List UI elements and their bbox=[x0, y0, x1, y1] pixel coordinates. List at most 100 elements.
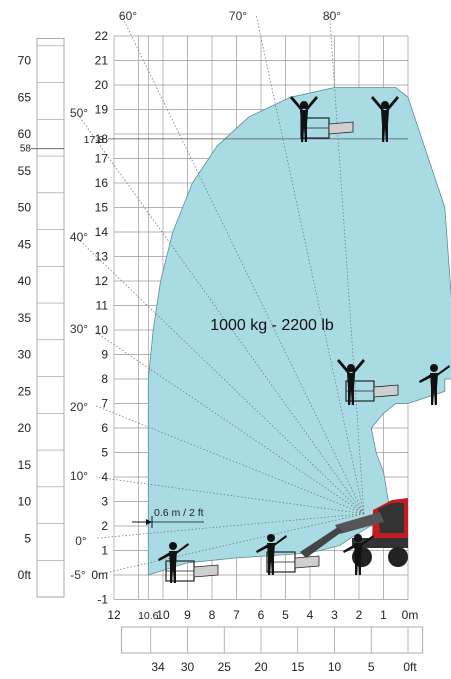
angle-label: 50° bbox=[70, 106, 88, 120]
x-tick-label-m: 3 bbox=[331, 608, 338, 622]
angle-labels: 80°70°60°50°40°30°20°10°0°-5° bbox=[70, 9, 341, 582]
x-tick-label-ft: 34 bbox=[151, 660, 165, 674]
machine-boom-lower bbox=[300, 527, 343, 558]
x-tick-label-m: 5 bbox=[282, 608, 289, 622]
x-tick-label-m: 1 bbox=[380, 608, 387, 622]
x-tick-label-ft: 30 bbox=[181, 660, 195, 674]
x-tick-label-m: 7 bbox=[233, 608, 240, 622]
y-tick-label-m: 3 bbox=[101, 495, 108, 509]
person-figure bbox=[158, 542, 189, 583]
y-tick-label-m: 20 bbox=[95, 78, 109, 92]
x-tick-label-m: 6 bbox=[258, 608, 265, 622]
operator-figures bbox=[158, 96, 450, 583]
y-tick-label-m: 4 bbox=[101, 470, 108, 484]
machine-wheel bbox=[388, 547, 408, 567]
x-axis-meters: 12 10.610 9 8 7 6 5 4 3 2 1 0m bbox=[107, 608, 418, 622]
y-tick-label-m: 13 bbox=[95, 250, 109, 264]
x-tick-label-ft: 5 bbox=[368, 660, 375, 674]
y-tick-label-ft: 55 bbox=[18, 164, 32, 178]
y-tick-label-ft: 30 bbox=[18, 348, 32, 362]
angle-ray bbox=[95, 405, 365, 515]
grid-feet bbox=[36, 38, 424, 654]
y-tick-label-ft: 10 bbox=[18, 495, 32, 509]
y-tick-label-m: 10 bbox=[95, 323, 109, 337]
angle-ray bbox=[95, 513, 364, 539]
y-tick-label-ft: 60 bbox=[18, 127, 32, 141]
x-tick-label-ft: 25 bbox=[218, 660, 232, 674]
load-envelope bbox=[147, 87, 451, 576]
boom-angle-rays bbox=[75, 14, 365, 576]
y-tick-label-m: 7 bbox=[101, 397, 108, 411]
x-tick-label-ft: 0ft bbox=[403, 660, 417, 674]
angle-label: 0° bbox=[75, 534, 87, 548]
y-tick-label-m: 6 bbox=[101, 421, 108, 435]
min-reach-label: 0.6 m / 2 ft bbox=[154, 507, 204, 519]
y-tick-label-m: 12 bbox=[95, 274, 109, 288]
y-tick-label-m: 17 bbox=[95, 152, 109, 166]
y-tick-label-ft: 5 bbox=[24, 531, 31, 545]
feet-column-frame bbox=[36, 38, 65, 598]
machine-frame bbox=[352, 538, 408, 548]
x-axis-feet: 34 30 25 20 15 10 5 0ft bbox=[151, 660, 417, 674]
work-basket bbox=[345, 380, 399, 402]
y-tick-label-m: -1 bbox=[97, 593, 108, 607]
work-basket bbox=[266, 551, 320, 573]
x-tick-label-m: 10.6 bbox=[138, 610, 159, 622]
x-tick-label-m: 8 bbox=[209, 608, 216, 622]
y-tick-label-ft: 25 bbox=[18, 384, 32, 398]
y-tick-label-m: 14 bbox=[95, 225, 109, 239]
angle-label: -5° bbox=[70, 568, 86, 582]
x-tick-label-ft: 15 bbox=[291, 660, 305, 674]
angle-label: 70° bbox=[229, 9, 247, 23]
y-tick-label-m: 17.8 bbox=[84, 134, 105, 146]
y-tick-label-m: 0m bbox=[91, 568, 108, 582]
y-tick-label-m: 19 bbox=[95, 103, 109, 117]
y-tick-label-ft: 20 bbox=[18, 421, 32, 435]
machine-cab bbox=[378, 503, 404, 533]
y-tick-label-ft: 40 bbox=[18, 274, 32, 288]
angle-label: 80° bbox=[323, 9, 341, 23]
machine-boom bbox=[335, 512, 384, 534]
y-tick-label-ft: 65 bbox=[18, 90, 32, 104]
x-tick-label-m: 12 bbox=[107, 608, 121, 622]
y-tick-label-m: 22 bbox=[95, 29, 109, 43]
angle-label: 40° bbox=[70, 230, 88, 244]
y-tick-label-m: 1 bbox=[101, 544, 108, 558]
x-tick-label-ft: 10 bbox=[328, 660, 342, 674]
x-tick-label-m: 2 bbox=[356, 608, 363, 622]
y-axis-meters: 2221201917.81817161514131211109876543210… bbox=[84, 29, 408, 607]
feet-row-frame bbox=[120, 626, 424, 654]
y-tick-label-ft: 58 bbox=[20, 144, 32, 155]
y-tick-label-m: 2 bbox=[101, 519, 108, 533]
y-tick-label-m: 5 bbox=[101, 446, 108, 460]
person-figure bbox=[256, 534, 287, 575]
y-tick-label-ft: 70 bbox=[18, 54, 32, 68]
angle-ray bbox=[95, 332, 365, 515]
angle-label: 30° bbox=[70, 322, 88, 336]
angle-label: 10° bbox=[70, 469, 88, 483]
angle-ray bbox=[255, 14, 365, 514]
x-tick-label-ft: 20 bbox=[254, 660, 268, 674]
x-tick-label-m: 4 bbox=[307, 608, 314, 622]
angle-label: 60° bbox=[119, 9, 137, 23]
angle-ray bbox=[120, 14, 365, 514]
y-tick-label-m: 11 bbox=[96, 299, 109, 313]
angle-ray bbox=[95, 513, 364, 576]
angle-ray bbox=[95, 476, 364, 515]
person-figure bbox=[343, 534, 374, 575]
y-tick-label-m: 15 bbox=[95, 201, 109, 215]
y-tick-label-m: 18 bbox=[95, 132, 109, 146]
angle-ray bbox=[75, 236, 365, 515]
person-figure bbox=[371, 96, 399, 142]
person-figure bbox=[419, 364, 450, 405]
y-tick-label-m: 16 bbox=[95, 176, 109, 190]
x-tick-label-m: 0m bbox=[402, 608, 419, 622]
y-tick-label-m: 9 bbox=[101, 348, 108, 362]
x-tick-label-m: 10 bbox=[156, 608, 170, 622]
capacity-label: 1000 kg - 2200 lb bbox=[210, 317, 334, 334]
person-figure bbox=[290, 96, 318, 142]
min-reach-marker: 0.6 m / 2 ft bbox=[132, 507, 204, 528]
y-tick-label-ft: 50 bbox=[18, 201, 32, 215]
x-tick-label-m: 9 bbox=[184, 608, 191, 622]
